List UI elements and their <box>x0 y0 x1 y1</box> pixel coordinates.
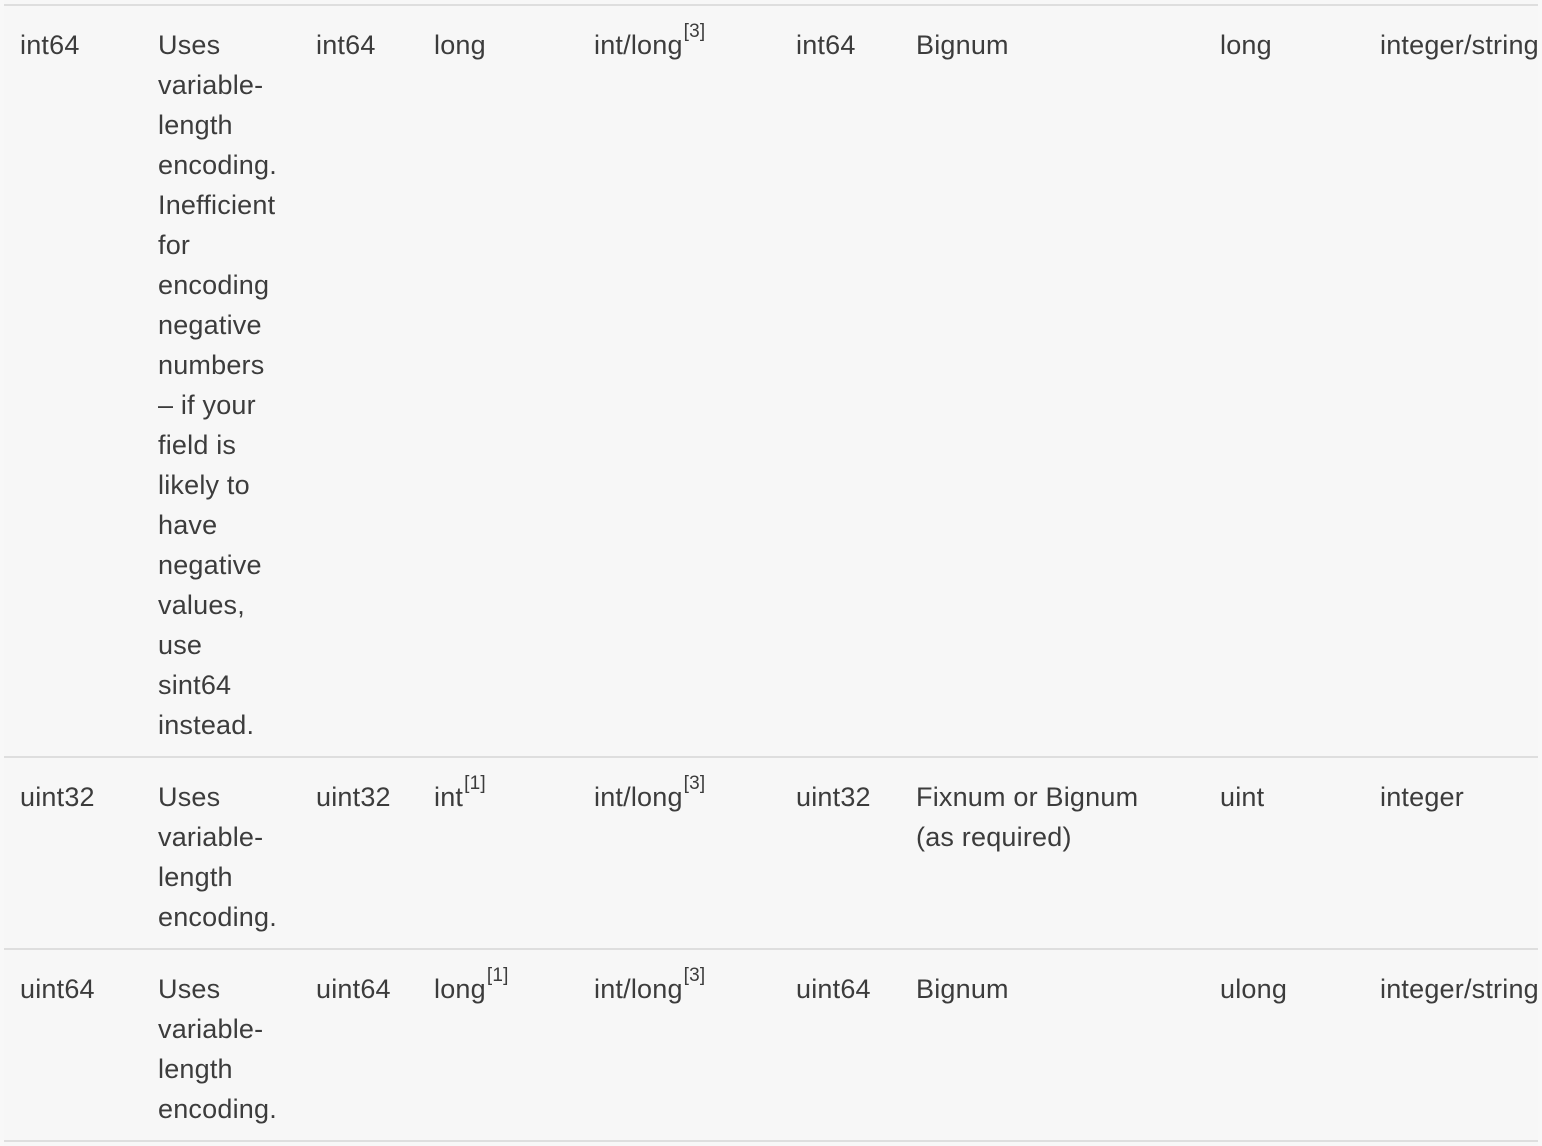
cell-java: long <box>434 30 486 60</box>
table-row: int64 Uses variable- length encoding. In… <box>4 5 1538 757</box>
footnote-link[interactable]: [1] <box>464 773 486 794</box>
table-row: uint32 Uses variable- length encoding. u… <box>4 757 1538 949</box>
cell-type: uint64 <box>20 974 95 1004</box>
cell-python: int/long[3] <box>594 965 706 1004</box>
cell-cpp: int64 <box>316 30 376 60</box>
footnote-link[interactable]: [3] <box>683 965 706 986</box>
cell-php: integer/string <box>1380 974 1538 1004</box>
cell-java: long[1] <box>434 965 509 1004</box>
cell-csharp: ulong <box>1220 974 1288 1004</box>
cell-csharp: uint <box>1220 782 1265 812</box>
cell-csharp: long <box>1220 30 1272 60</box>
footnote-link[interactable]: [3] <box>683 21 706 42</box>
cell-java: int[1] <box>434 773 486 812</box>
cell-python: int/long[3] <box>594 773 706 812</box>
table-viewport[interactable]: int64 Uses variable- length encoding. In… <box>4 0 1538 1146</box>
cell-type: uint32 <box>20 782 95 812</box>
cell-notes: Uses variable- length encoding. <box>158 782 277 932</box>
cell-ruby: Fixnum or Bignum (as required) <box>916 782 1139 852</box>
cell-ruby: Bignum <box>916 974 1009 1004</box>
cell-go: int64 <box>796 30 856 60</box>
cell-cpp: uint32 <box>316 782 391 812</box>
scalar-types-table: int64 Uses variable- length encoding. In… <box>4 4 1538 1142</box>
footnote-link[interactable]: [3] <box>683 773 706 794</box>
footnote-link[interactable]: [1] <box>486 965 509 986</box>
cell-type: int64 <box>20 30 80 60</box>
cell-go: uint32 <box>796 782 871 812</box>
cell-php: integer/string <box>1380 30 1538 60</box>
cell-notes: Uses variable- length encoding. <box>158 974 277 1124</box>
cell-notes: Uses variable- length encoding. Ineffici… <box>158 30 277 740</box>
cell-python: int/long[3] <box>594 21 706 60</box>
table-row: uint64 Uses variable- length encoding. u… <box>4 949 1538 1141</box>
cell-php: integer <box>1380 782 1464 812</box>
cell-go: uint64 <box>796 974 871 1004</box>
cell-ruby: Bignum <box>916 30 1009 60</box>
cell-cpp: uint64 <box>316 974 391 1004</box>
